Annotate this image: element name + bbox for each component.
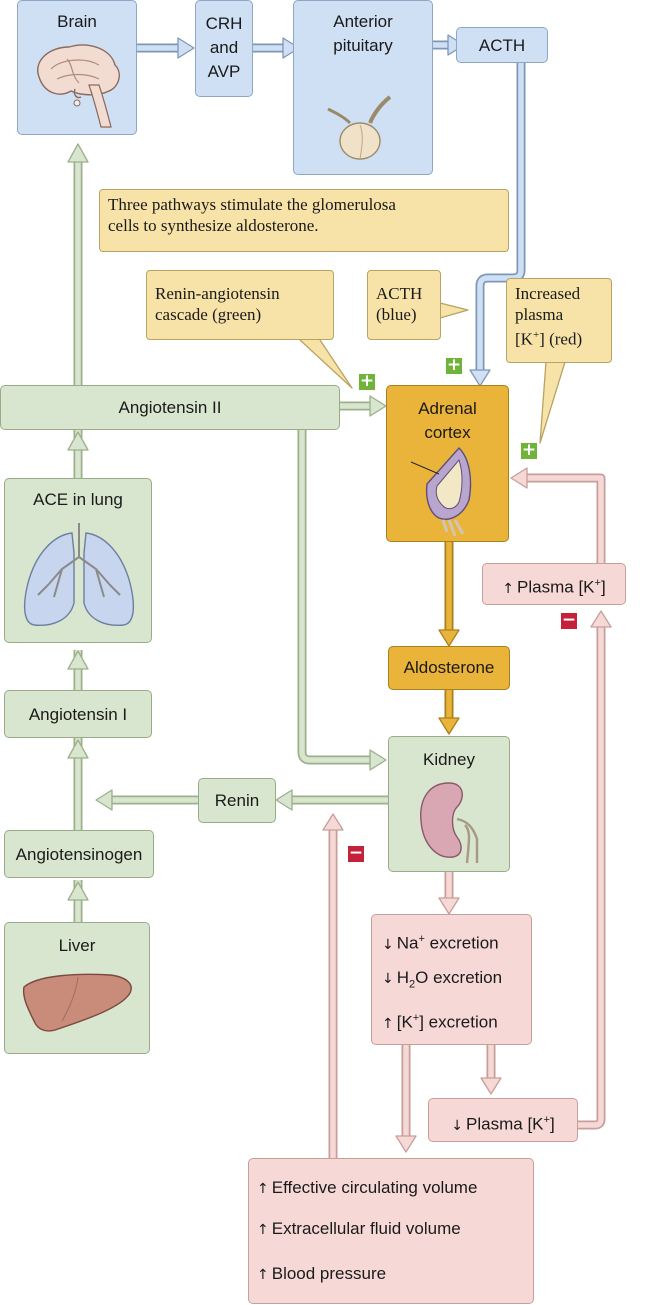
renin-label: Renin (214, 791, 260, 810)
acth-note: ACTH (blue) (367, 270, 441, 340)
up-arrow-icon: ↑ (257, 1222, 269, 1238)
brain-label: Brain (57, 12, 97, 31)
plasma-k-increased-box: ↑Plasma [K+] (482, 563, 626, 605)
potassium-note: Increased plasma [K+] (red) (506, 278, 612, 363)
angiotensin-ii-label: Angiotensin II (118, 398, 222, 417)
brain-box: Brain (17, 0, 137, 135)
aldosterone-box: Aldosterone (388, 646, 510, 690)
plasma-k-decreased-label: ↓Plasma [K+] (429, 1110, 577, 1137)
plasma-k-increased-label: ↑Plasma [K+] (483, 573, 625, 600)
aldosterone-label: Aldosterone (403, 658, 495, 677)
three-pathways-line1: Three pathways stimulate the glomerulosa (108, 195, 396, 214)
acth-note-line1: ACTH (376, 284, 423, 303)
excretion-box: ↓Na+ excretion ↓H2O excretion ↑[K+] excr… (371, 914, 532, 1045)
plasma-k-decreased-box: ↓Plasma [K+] (428, 1098, 578, 1142)
liver-icon (22, 973, 132, 1032)
renin-cascade-note: Renin-angiotensin cascade (green) (146, 270, 334, 340)
kidney-label: Kidney (423, 750, 475, 769)
acth-label: ACTH (478, 36, 526, 55)
extracellular-fluid-volume: ↑Extracellular fluid volume (257, 1218, 461, 1241)
crh-label: CRH (205, 14, 243, 33)
ace-in-lung-label: ACE in lung (33, 490, 123, 509)
adrenal-gland-icon (410, 446, 472, 537)
pituitary-label: pituitary (333, 36, 393, 55)
effective-circulating-volume: ↑Effective circulating volume (257, 1177, 477, 1200)
angiotensinogen-label: Angiotensinogen (15, 845, 143, 864)
minus-sign-potassium: − (560, 610, 578, 630)
na-excretion: ↓Na+ excretion (382, 929, 499, 956)
k-note-line2: plasma (515, 305, 564, 324)
up-arrow-icon: ↑ (257, 1181, 269, 1197)
three-pathways-line2: cells to synthesize aldosterone. (108, 216, 319, 235)
renin-note-line1: Renin-angiotensin (155, 284, 280, 303)
blood-pressure: ↑Blood pressure (257, 1263, 386, 1286)
angiotensin-i-label: Angiotensin I (28, 705, 128, 724)
plus-sign-acth: + (445, 355, 463, 375)
renin-note-line2: cascade (green) (155, 305, 262, 324)
acth-box: ACTH (456, 27, 548, 63)
angiotensin-ii-box: Angiotensin II (0, 385, 340, 430)
effects-box: ↑Effective circulating volume ↑Extracell… (248, 1158, 534, 1304)
liver-box: Liver (4, 922, 150, 1054)
brain-icon (37, 44, 120, 128)
kidney-box: Kidney (388, 736, 510, 872)
down-arrow-icon: ↓ (382, 936, 394, 953)
ace-in-lung-box: ACE in lung (4, 478, 152, 643)
crh-avp-box: CRH and AVP (195, 0, 253, 97)
angiotensinogen-box: Angiotensinogen (4, 830, 154, 878)
pituitary-icon (327, 95, 392, 160)
k-excretion: ↑[K+] excretion (382, 1008, 498, 1035)
h2o-excretion: ↓H2O excretion (382, 968, 503, 991)
avp-label: AVP (207, 62, 241, 81)
adrenal-cortex-box: Adrenal cortex (386, 385, 509, 542)
three-pathways-note: Three pathways stimulate the glomerulosa… (99, 189, 509, 252)
plus-sign-potassium: + (520, 440, 538, 460)
anterior-label: Anterior (333, 12, 393, 31)
minus-sign-renin: − (347, 843, 365, 863)
liver-label: Liver (58, 936, 96, 955)
adrenal-label: Adrenal (418, 399, 477, 418)
acth-note-line2: (blue) (376, 305, 417, 324)
down-arrow-icon: ↓ (382, 971, 394, 987)
down-arrow-icon: ↓ (451, 1117, 464, 1134)
anterior-pituitary-box: Anterior pituitary (293, 0, 433, 175)
up-arrow-icon: ↑ (502, 580, 515, 597)
renin-box: Renin (198, 778, 276, 823)
kidney-icon (420, 782, 479, 864)
and-label: and (209, 38, 239, 57)
angiotensin-i-box: Angiotensin I (4, 690, 152, 738)
k-note-line3: [K+] (red) (515, 329, 583, 349)
lungs-icon (23, 523, 135, 626)
up-arrow-icon: ↑ (382, 1015, 394, 1032)
up-arrow-icon: ↑ (257, 1267, 269, 1283)
k-note-line1: Increased (515, 284, 581, 303)
plus-sign-renin: + (358, 371, 376, 391)
cortex-label: cortex (424, 423, 471, 442)
